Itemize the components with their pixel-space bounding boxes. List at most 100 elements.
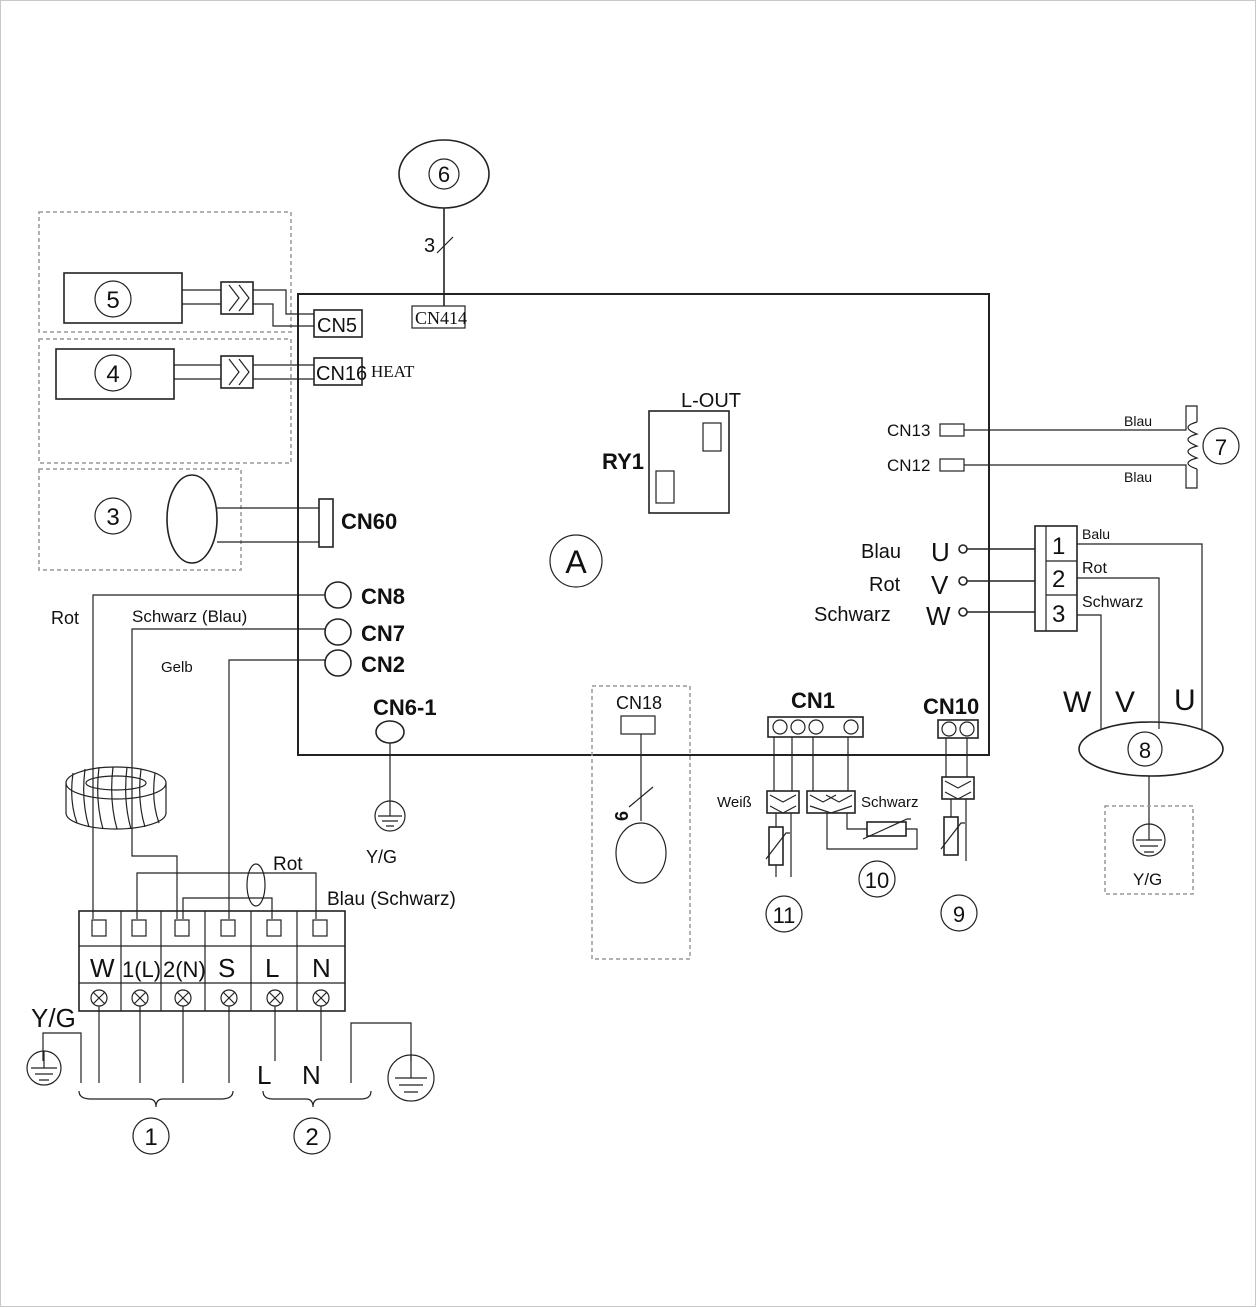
ground-label-board: Y/G bbox=[366, 847, 397, 867]
component-11-number: 11 bbox=[773, 903, 796, 928]
cn1-pin-2 bbox=[790, 719, 806, 735]
terminal-screws-bottom bbox=[90, 989, 330, 1007]
connector-cn5-label: CN5 bbox=[317, 315, 357, 337]
wire-3-cn60 bbox=[217, 507, 319, 543]
component-7-number: 7 bbox=[1215, 435, 1227, 460]
terminal-screws-top bbox=[91, 919, 328, 937]
sensor-9 bbox=[943, 816, 959, 856]
relay-ry1-label: RY1 bbox=[602, 449, 644, 474]
wire-cn12-7 bbox=[964, 464, 1198, 489]
group-4-dashed bbox=[38, 338, 292, 464]
plug-4 bbox=[220, 355, 254, 389]
wire-cn2-gelb bbox=[228, 659, 325, 919]
wire-label-blau-u: Blau bbox=[861, 541, 901, 563]
cn10-pin-2 bbox=[959, 721, 975, 737]
connector-cn5 bbox=[313, 309, 363, 338]
connector-cn2 bbox=[324, 649, 352, 677]
terminal-columns bbox=[120, 911, 298, 1011]
component-9-number-circle bbox=[940, 894, 978, 932]
terminal-2n: 2(N) bbox=[163, 957, 206, 982]
wire-label-blau-cn13: Blau bbox=[1124, 413, 1152, 429]
component-6-number-circle bbox=[428, 158, 460, 190]
wire-cn7-schwarz bbox=[131, 628, 325, 919]
phase-w-label: W bbox=[926, 601, 951, 631]
ground-lines-motor bbox=[1136, 823, 1162, 853]
connector-cn10-label: CN10 bbox=[923, 694, 979, 719]
bracket-group-1 bbox=[78, 1090, 234, 1108]
wire-cn10-9 bbox=[945, 738, 968, 777]
wire-count-slash-cn18 bbox=[628, 786, 654, 808]
motor-terminal-1: 1 bbox=[1052, 533, 1065, 560]
phase-u-label: U bbox=[931, 537, 950, 567]
component-2-number: 2 bbox=[305, 1124, 318, 1151]
connector-cn16-label: CN16 bbox=[316, 363, 367, 385]
ground-label-motor: Y/G bbox=[1133, 870, 1162, 889]
component-3-number-circle bbox=[94, 497, 132, 535]
connector-cn1 bbox=[767, 716, 864, 738]
motor-terminal-2: 2 bbox=[1052, 566, 1065, 593]
wire-term1-u bbox=[1077, 543, 1203, 729]
motor-terminal-3: 3 bbox=[1052, 601, 1065, 628]
terminal-1l: 1(L) bbox=[122, 957, 161, 982]
wire-label-schwarz-cn1: Schwarz bbox=[861, 794, 919, 811]
wire-4-plug bbox=[174, 364, 221, 380]
connector-cn1-label: CN1 bbox=[791, 688, 835, 713]
motor-phase-w-bottom: W bbox=[1063, 686, 1092, 719]
ferrite-core-inner bbox=[85, 775, 147, 791]
connector-cn7-label: CN7 bbox=[361, 621, 405, 646]
wire-label-blau-cn12: Blau bbox=[1124, 469, 1152, 485]
plug-10 bbox=[806, 790, 856, 814]
component-1-number-circle bbox=[132, 1117, 170, 1155]
terminal-n: N bbox=[312, 953, 331, 983]
wire-label-weiss: Weiß bbox=[717, 794, 752, 811]
component-4-number: 4 bbox=[106, 361, 119, 388]
cn1-pin-1 bbox=[772, 719, 788, 735]
connector-cn60 bbox=[318, 498, 334, 548]
ground-lines-left bbox=[31, 1051, 57, 1081]
wire-label-balu: Balu bbox=[1082, 526, 1110, 542]
board-label: A bbox=[565, 544, 587, 580]
relay-contact-bottom bbox=[655, 470, 675, 504]
ferrite-core-body bbox=[65, 783, 167, 830]
component-9-number: 9 bbox=[953, 902, 965, 927]
component-10-number: 10 bbox=[865, 868, 889, 893]
component-8-number: 8 bbox=[1139, 738, 1151, 763]
terminal-s: S bbox=[218, 953, 235, 983]
pcb-board bbox=[297, 293, 990, 756]
component-10-number-circle bbox=[858, 860, 896, 898]
component-11-number-circle bbox=[765, 895, 803, 933]
cn1-pin-4 bbox=[843, 719, 859, 735]
connector-cn414-label: CN414 bbox=[415, 308, 467, 328]
terminal-block bbox=[78, 910, 346, 1012]
terminal-l: L bbox=[265, 953, 279, 983]
component-4 bbox=[55, 348, 175, 400]
heat-label: HEAT bbox=[371, 362, 415, 381]
wire-rot-terminal-1l bbox=[136, 872, 317, 919]
wire-blau-terminal-2n bbox=[182, 897, 273, 919]
plug-5 bbox=[220, 281, 254, 315]
wire-label-rot: Rot bbox=[51, 608, 79, 628]
component-8 bbox=[1078, 721, 1224, 777]
bracket-group-2 bbox=[262, 1090, 372, 1108]
group-5-dashed bbox=[38, 211, 292, 333]
wire-label-schwarz-term: Schwarz bbox=[1082, 594, 1143, 611]
ground-lines-right bbox=[395, 1055, 427, 1093]
wire-label-schwarz-blau: Schwarz (Blau) bbox=[132, 607, 247, 626]
connector-cn8-label: CN8 bbox=[361, 584, 405, 609]
relay-ry1 bbox=[648, 410, 730, 514]
wire-label-rot-term: Rot bbox=[1082, 560, 1107, 577]
wire-label-gelb: Gelb bbox=[161, 659, 193, 676]
relay-contact-top bbox=[702, 422, 722, 452]
wire-term2-v bbox=[1077, 577, 1160, 729]
ferrite-core-top bbox=[65, 766, 167, 800]
connector-cn10 bbox=[937, 719, 979, 739]
wire-label-blau-schwarz: Blau (Schwarz) bbox=[327, 889, 456, 910]
coil-7 bbox=[1187, 421, 1199, 470]
component-4-number-circle bbox=[94, 354, 132, 392]
component-8-number-circle bbox=[1127, 731, 1163, 767]
wire-label-rot-v: Rot bbox=[869, 574, 901, 596]
ferrite-core-windings bbox=[71, 766, 160, 830]
plug-4-arrows bbox=[228, 358, 250, 386]
wire-cn1-11 bbox=[773, 737, 793, 791]
